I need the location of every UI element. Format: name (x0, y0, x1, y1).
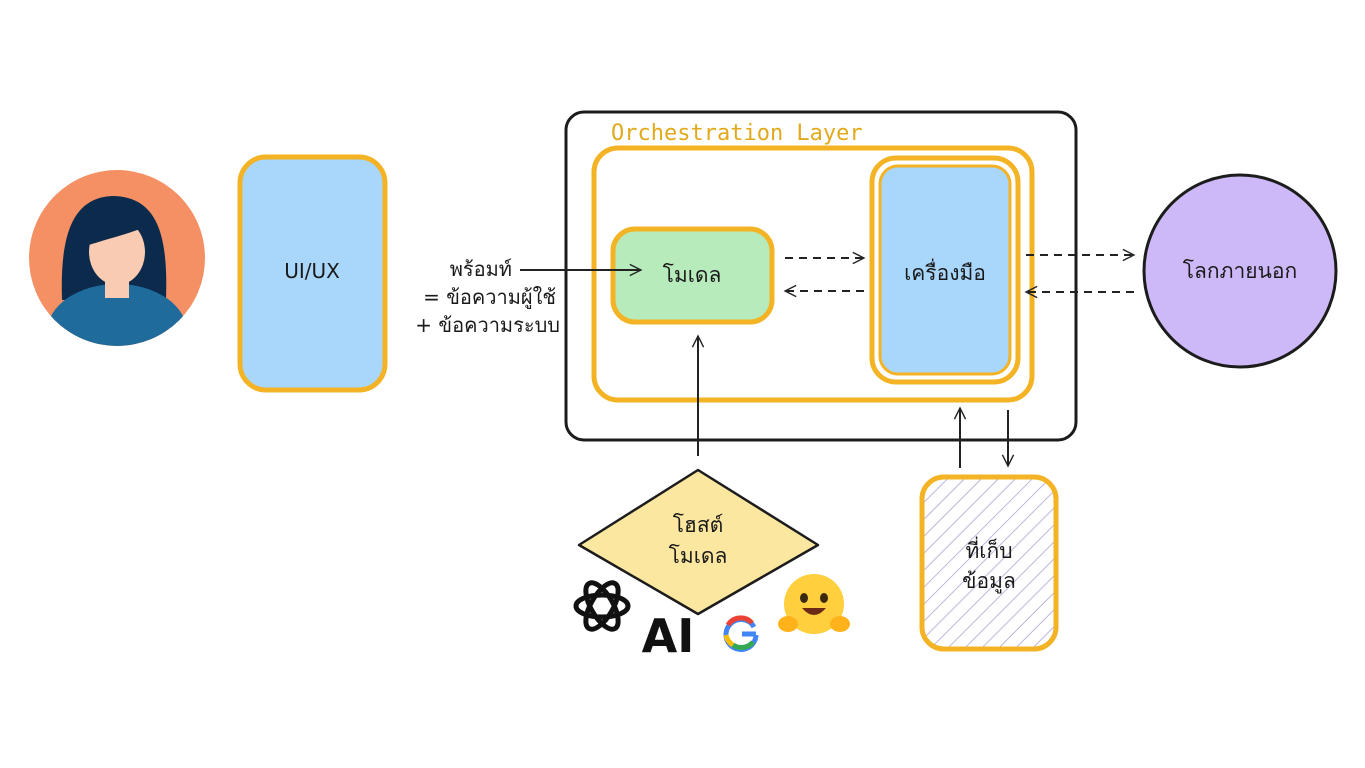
external-world-circle: โลกภายนอก (1142, 173, 1338, 369)
external-world-label: โลกภายนอก (1183, 259, 1298, 283)
prompt-line-3: + ข้อความระบบ (415, 313, 560, 337)
data-storage-box: ที่เก็บ ข้อมูล (919, 474, 1059, 652)
data-storage-line-2: ข้อมูล (962, 569, 1016, 594)
anthropic-icon: AI (642, 609, 695, 663)
prompt-text: พร้อมท์ = ข้อความผู้ใช้ + ข้อความระบบ (415, 257, 560, 337)
ui-ux-box: UI/UX (237, 154, 388, 393)
openai-icon (573, 580, 631, 632)
host-model-diamond: โฮสต์ โมเดล (577, 468, 820, 616)
prompt-line-2: = ข้อความผู้ใช้ (423, 285, 556, 310)
orchestration-layer: Orchestration Layer (564, 110, 1078, 442)
tools-label: เครื่องมือ (904, 258, 986, 285)
arrows (520, 255, 1134, 468)
host-model-line-1: โฮสต์ (673, 513, 724, 537)
model-label: โมเดล (663, 263, 722, 287)
prompt-line-1: พร้อมท์ (450, 257, 512, 281)
ui-ux-label: UI/UX (284, 259, 340, 283)
google-icon (723, 615, 759, 652)
host-model-line-2: โมเดล (669, 544, 728, 568)
model-box: โมเดล (610, 226, 775, 325)
hugging-face-icon (778, 574, 850, 634)
orchestration-layer-title: Orchestration Layer (611, 121, 863, 146)
data-storage-line-1: ที่เก็บ (965, 536, 1012, 563)
tools-box: เครื่องมือ (869, 155, 1021, 385)
user-avatar (29, 170, 205, 346)
orchestration-inner-frame (591, 145, 1035, 403)
